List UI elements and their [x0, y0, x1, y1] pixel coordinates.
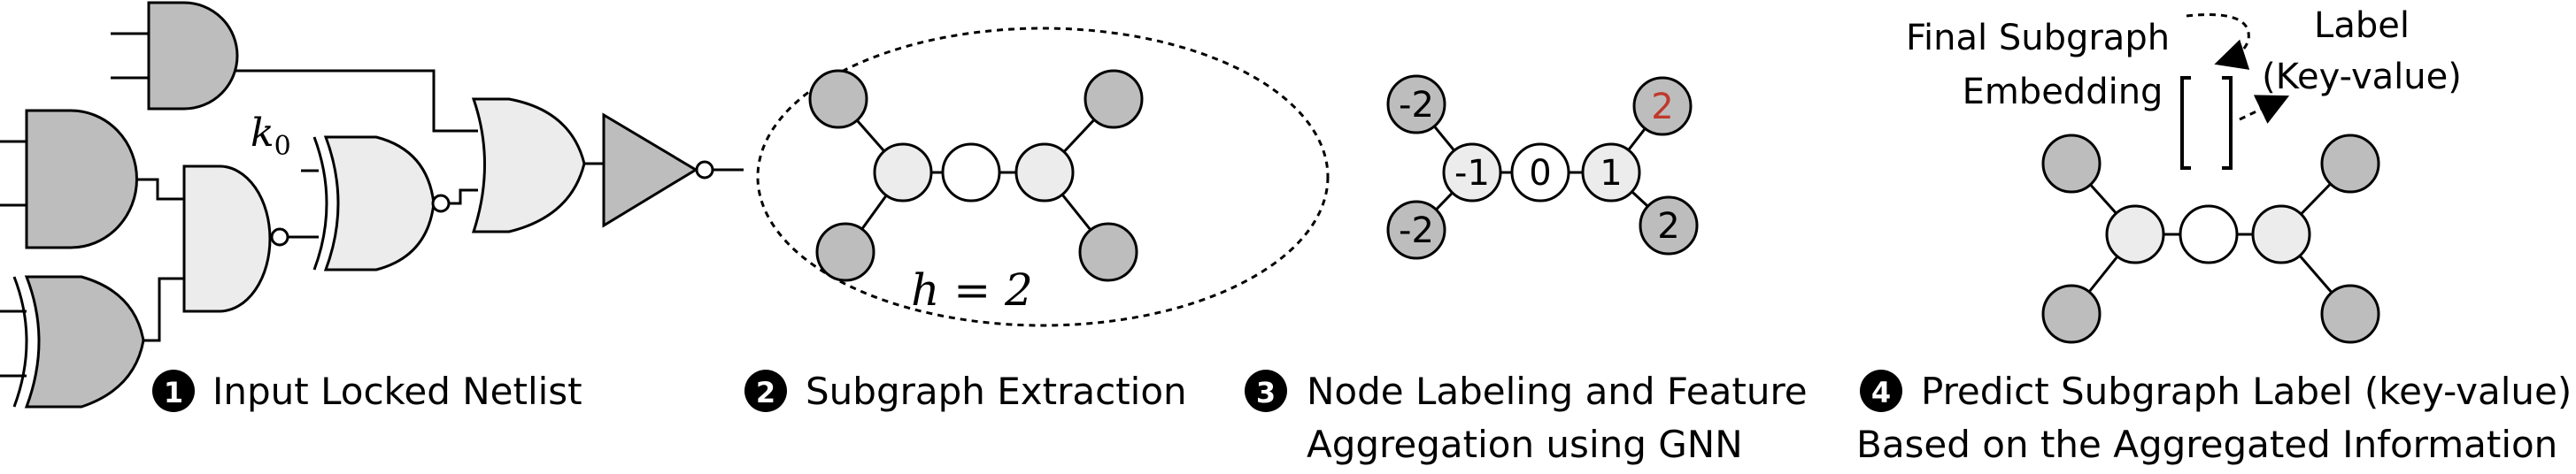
graph-node	[941, 142, 1001, 203]
graph-node	[808, 69, 868, 129]
graph-node	[873, 142, 933, 203]
key-value-label: Label (Key-value)	[2262, 5, 2462, 97]
graph-node	[1084, 69, 1144, 129]
key-input-label: k0	[251, 111, 291, 162]
node-label: 2	[1657, 206, 1679, 247]
node-label: 1	[1600, 153, 1622, 194]
dashed-arrow-icon	[2239, 95, 2290, 124]
graph-node	[1442, 142, 1502, 203]
hop-boundary-ellipse	[756, 27, 1330, 327]
subgraph-extraction	[756, 27, 1330, 327]
locked-netlist	[0, 1, 744, 409]
inversion-bubble-icon	[270, 227, 289, 247]
graph-node	[2041, 134, 2102, 194]
graph-node	[2320, 284, 2380, 344]
dashed-curved-arrow-icon	[2186, 13, 2250, 70]
step-number: 4	[1871, 376, 1891, 409]
embedding-vector-bracket-left	[2180, 76, 2191, 170]
node-label: -1	[1454, 153, 1490, 194]
graph-node	[2251, 204, 2311, 264]
embedding-vector-bracket-right	[2222, 76, 2233, 170]
key-value-label-line2: (Key-value)	[2262, 57, 2462, 97]
step-number-badge	[1860, 370, 1902, 412]
xnor-gate-back-curve	[312, 136, 328, 271]
embedding-label-line2: Embedding	[1963, 72, 2163, 112]
stage-caption: Subgraph Extraction	[806, 370, 1187, 413]
node-label-highlighted: 2	[1651, 87, 1673, 127]
node-labeling	[1386, 74, 1699, 260]
graph-node	[1510, 142, 1570, 203]
xor-gate-back-curve	[12, 276, 28, 408]
or-gate-icon	[471, 97, 586, 233]
node-label: -2	[1399, 210, 1434, 251]
graph-node	[1078, 222, 1138, 282]
embedding-label: Final Subgraph Embedding	[1906, 18, 2170, 112]
step-number-badge	[152, 370, 195, 412]
and-gate-icon	[147, 1, 239, 111]
step-number: 3	[1256, 376, 1276, 409]
step-number: 1	[164, 376, 183, 409]
graph-node	[1581, 142, 1641, 203]
stage-caption-line2: Based on the Aggregated Information	[1856, 423, 2557, 466]
graph-node	[2320, 134, 2380, 194]
node-label-values: -2 -2 -1 0 1 2 2	[1399, 85, 1680, 251]
step-number: 2	[756, 376, 775, 409]
graph-node	[2105, 204, 2165, 264]
node-label: 0	[1529, 153, 1551, 194]
graph-node	[1014, 142, 1075, 203]
key-value-label-line1: Label	[2314, 5, 2410, 46]
stage-captions: 1 Input Locked Netlist 2 Subgraph Extrac…	[152, 370, 2572, 466]
prediction-graph	[2041, 134, 2380, 344]
inversion-bubble-icon	[695, 160, 714, 180]
nand-gate-icon	[182, 164, 272, 313]
node-label: -2	[1399, 85, 1434, 126]
graph-node	[2041, 284, 2102, 344]
and-gate-icon	[25, 109, 139, 249]
embedding-label-line1: Final Subgraph	[1906, 18, 2170, 58]
hop-count-label: h = 2	[911, 264, 1033, 316]
xnor-key-gate-icon	[323, 135, 436, 271]
graph-node	[1386, 200, 1446, 260]
inversion-bubble-icon	[431, 194, 451, 213]
step-number-badge	[744, 370, 787, 412]
graph-node	[815, 222, 875, 282]
graph-node	[2179, 204, 2239, 264]
step-number-badge	[1245, 370, 1287, 412]
graph-node	[1639, 195, 1699, 256]
graph-node	[1386, 74, 1446, 134]
not-gate-icon	[602, 112, 698, 228]
stage-caption-line1: Node Labeling and Feature	[1307, 370, 1808, 413]
xor-gate-icon	[24, 275, 145, 409]
stage-caption-line1: Predict Subgraph Label (key-value)	[1921, 370, 2572, 413]
stage-caption-line2: Aggregation using GNN	[1307, 423, 1743, 466]
graph-node	[1632, 76, 1693, 136]
stage-caption: Input Locked Netlist	[212, 370, 582, 413]
